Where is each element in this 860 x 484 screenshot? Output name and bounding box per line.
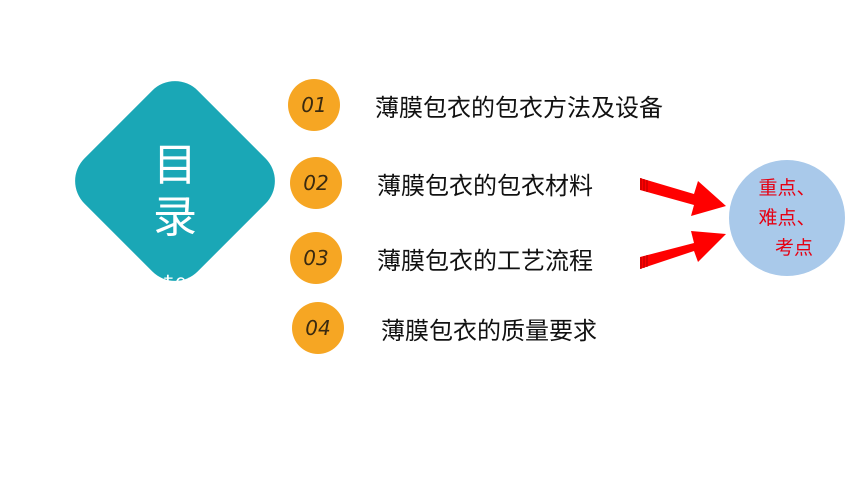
toc-item-4[interactable]: 04 薄膜包衣的质量要求: [292, 302, 597, 354]
arrow-from-item-3: [640, 231, 726, 269]
title-main: 目录: [153, 140, 197, 243]
toc-number-badge-2: 02: [290, 157, 342, 209]
toc-number-badge-4: 04: [292, 302, 344, 354]
key-point-line-3: 考点: [774, 237, 813, 259]
toc-label-4: 薄膜包衣的质量要求: [381, 316, 597, 345]
key-point-line-1: 重点、: [758, 177, 816, 199]
key-point-line-2: 难点、: [758, 207, 816, 229]
toc-item-2[interactable]: 02 薄膜包衣的包衣材料: [290, 157, 593, 209]
toc-number-badge-1: 01: [288, 79, 340, 131]
toc-label-3: 薄膜包衣的工艺流程: [377, 246, 593, 275]
toc-label-2: 薄膜包衣的包衣材料: [377, 171, 593, 200]
title-subtitle: Contents: [127, 271, 223, 293]
toc-label-1: 薄膜包衣的包衣方法及设备: [375, 93, 663, 122]
arrow-from-item-2: [640, 178, 726, 216]
key-points-circle: 重点、 难点、 考点: [729, 160, 845, 276]
toc-item-3[interactable]: 03 薄膜包衣的工艺流程: [290, 232, 593, 284]
toc-item-1[interactable]: 01 薄膜包衣的包衣方法及设备: [288, 79, 663, 131]
toc-number-badge-3: 03: [290, 232, 342, 284]
